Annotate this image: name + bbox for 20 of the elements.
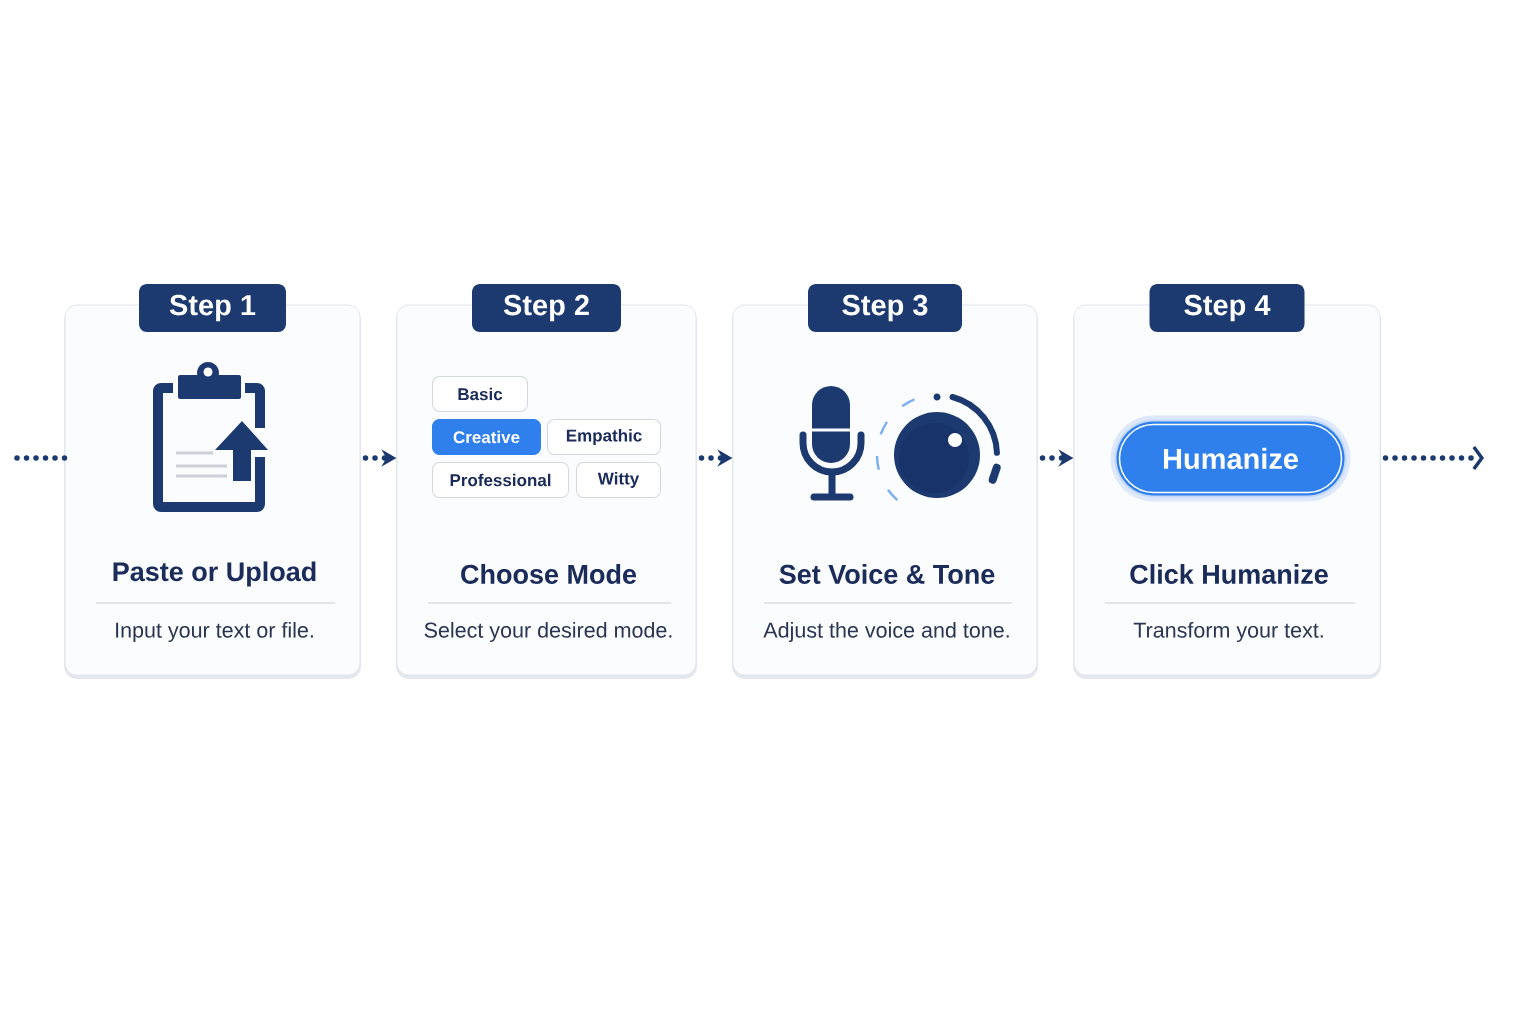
mode-chip: Empathic [547,419,661,455]
step-title: Set Voice & Tone [779,564,995,584]
step-badge: Step 4 [1149,284,1305,332]
mode-chip: Witty [576,462,661,498]
step-description: Adjust the voice and tone. [763,622,1009,643]
step-description: Select your desired mode. [424,622,672,643]
step-title: Choose Mode [461,564,637,584]
dotted-line [14,455,68,461]
humanize-button: Humanize [1110,415,1351,502]
mode-chip: Professional [432,462,569,498]
step-title: Click Humanize [1130,564,1328,584]
step-badge: Step 2 [472,284,621,332]
mode-chip: Creative [432,419,541,455]
step-description: Input your text or file. [116,622,313,643]
step-badge: Step 3 [808,284,962,332]
mode-chip: Basic [432,376,528,412]
step-badge: Step 1 [139,284,286,332]
step-description: Transform your text. [1133,622,1323,642]
step-title: Paste or Upload [113,561,316,587]
arrow [1382,445,1484,471]
